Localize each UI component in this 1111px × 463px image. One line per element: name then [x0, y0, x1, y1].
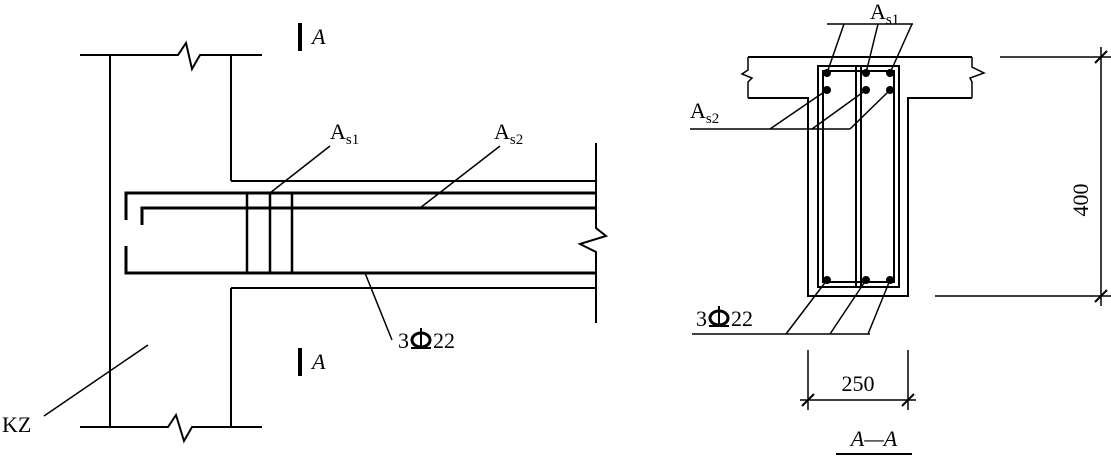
- section-mark-bottom: A: [298, 348, 326, 376]
- beam-outline: [231, 143, 609, 323]
- section-leaders: [690, 23, 913, 335]
- section-as1-label: As1: [870, 0, 899, 28]
- section-title: A—A: [836, 426, 912, 455]
- column-outline: [80, 40, 262, 444]
- height-dimension: 400: [935, 47, 1111, 306]
- section-stirrup: [817, 65, 900, 288]
- width-dimension: 250: [800, 350, 916, 410]
- beam-second-bar-as2: [140, 206, 596, 225]
- beam-stirrups: [245, 193, 294, 273]
- elevation-bottom-bars-label: 3 22: [398, 328, 455, 353]
- section-rebar-dots: [823, 69, 894, 284]
- section-slab-outline: [740, 56, 986, 297]
- elevation-as1-label: As1: [330, 119, 359, 148]
- column-label-kz: KZ: [2, 412, 31, 437]
- section-bar-count: 3: [696, 306, 707, 331]
- elevation-leaders: [43, 145, 501, 417]
- section-mark-bottom-letter: A: [310, 349, 326, 374]
- section-title-text: A—A: [849, 426, 898, 451]
- section-mark-top-letter: A: [310, 24, 326, 49]
- width-dim-value: 250: [842, 371, 875, 396]
- section-as2-label: As2: [690, 98, 719, 127]
- section-bottom-bars-label: 3 22: [696, 306, 753, 331]
- elevation-bar-diameter: 22: [433, 328, 455, 353]
- rebar-grade-icon: [708, 306, 730, 327]
- section-bar-diameter: 22: [731, 306, 753, 331]
- section-mark-top: A: [298, 23, 326, 51]
- elevation-as2-label: As2: [494, 119, 523, 148]
- rebar-grade-icon: [410, 328, 432, 349]
- beam-bottom-bar: [124, 246, 596, 275]
- height-dim-value: 400: [1068, 184, 1093, 217]
- elevation-bar-count: 3: [398, 328, 409, 353]
